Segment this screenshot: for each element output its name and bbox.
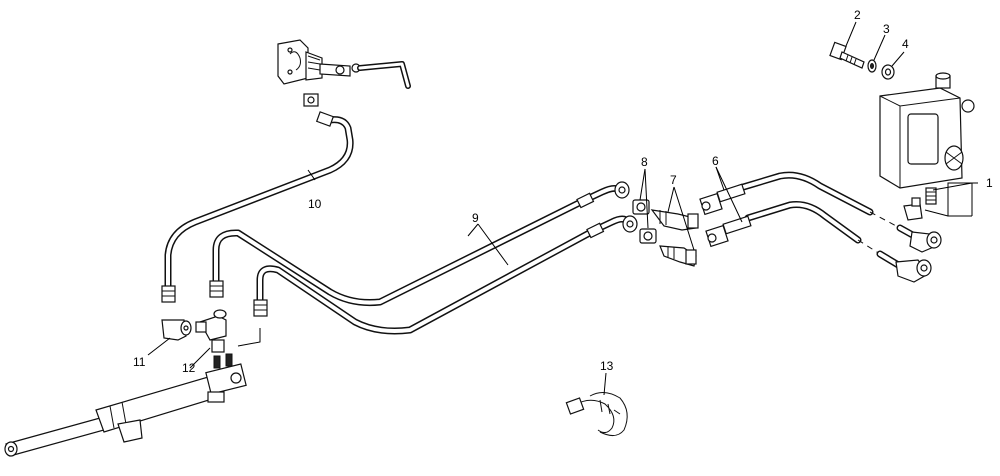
bolt-2	[829, 41, 865, 69]
steering-cylinder	[4, 353, 247, 457]
tube-9-lower	[256, 226, 599, 335]
elbow-fitting-11	[161, 319, 192, 341]
steering-valve	[879, 72, 975, 189]
callout-7: 7	[670, 173, 677, 187]
fitting-hose-end-upper	[614, 181, 638, 233]
fitting-6-upper	[699, 183, 746, 216]
callout-2: 2	[854, 8, 861, 22]
hose-9-lower-section	[586, 215, 632, 239]
callout-8: 8	[641, 155, 648, 169]
control-bracket	[277, 39, 411, 127]
callout-9: 9	[472, 211, 479, 225]
tube-9-upper	[212, 196, 589, 306]
callout-13: 13	[600, 359, 614, 373]
callout-12: 12	[182, 361, 196, 375]
tube-10	[164, 116, 354, 296]
tee-fitting-12	[195, 309, 227, 353]
elbow-7-lower	[659, 245, 697, 267]
elbow-7-upper	[650, 209, 699, 231]
washer-4	[881, 64, 895, 80]
washer-3	[867, 59, 877, 73]
fitting-6-lower	[705, 215, 752, 248]
nut-8-upper	[632, 199, 650, 215]
valve-port-fittings	[903, 187, 937, 221]
callout-labels: 1 2 3 4 6 7 8 9 10 11 12 13	[133, 8, 993, 375]
elbow-6-right-upper	[909, 231, 942, 253]
callout-1: 1	[986, 176, 993, 190]
tube-nuts-left	[161, 280, 268, 317]
callout-4: 4	[902, 37, 909, 51]
leader-lines	[147, 21, 978, 396]
hose-6-lower	[744, 201, 904, 270]
hose-clamp-13	[565, 392, 628, 436]
nut-8-lower	[639, 228, 657, 244]
callout-11: 11	[133, 355, 146, 369]
callout-6: 6	[712, 154, 719, 168]
hose-6-upper	[736, 171, 922, 242]
callout-10: 10	[308, 197, 322, 211]
hose-9-upper-section	[576, 184, 622, 209]
elbow-6-right-lower	[895, 259, 932, 283]
callout-3: 3	[883, 22, 890, 36]
